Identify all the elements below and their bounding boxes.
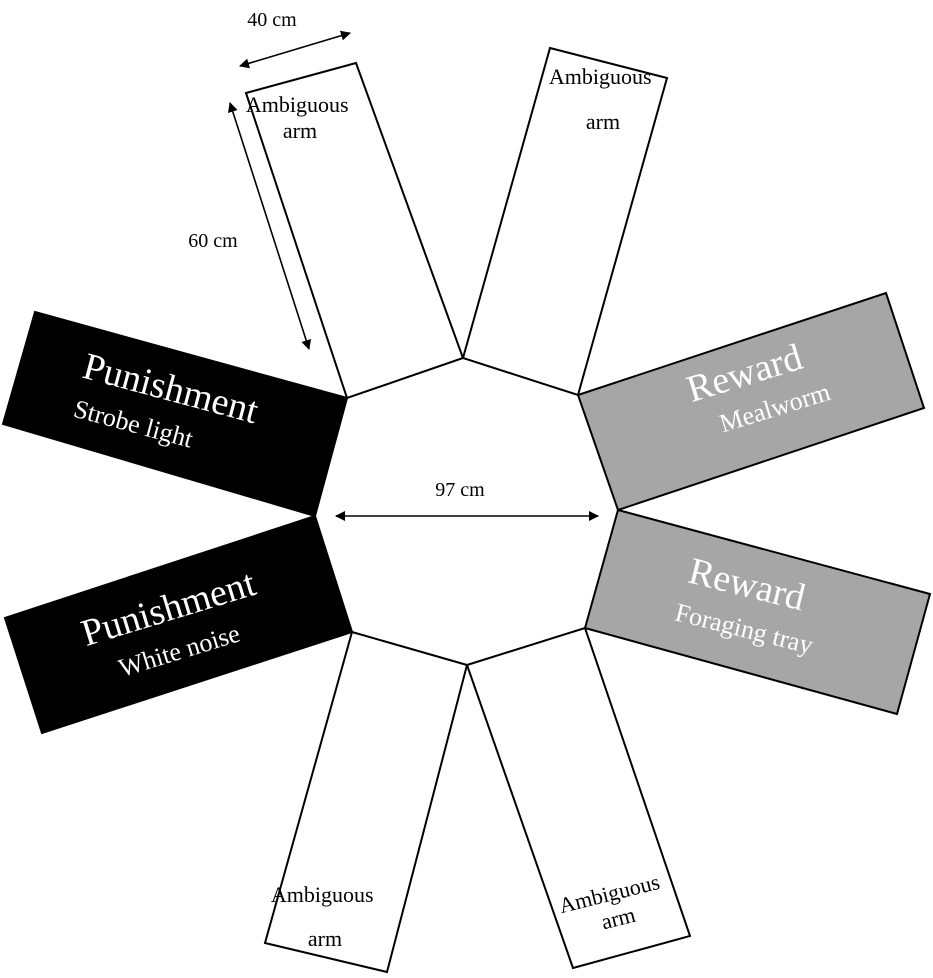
reward-arm-foraging-tray-shape [583, 508, 932, 716]
ambiguous-arm-bottom-left-shape [263, 630, 469, 974]
arm-width-label: 40 cm [247, 9, 297, 31]
hub-outline [346, 357, 586, 666]
ambiguous-arm-top-right-shape [461, 46, 669, 397]
reward-arm-mealworm-shape [576, 291, 926, 512]
dimension-hub-width: 97 cm [335, 479, 599, 521]
ambiguous-arm-top-left: Ambiguous arm [244, 61, 465, 400]
ambiguous-arm-label-line2: arm [586, 109, 620, 134]
ambiguous-arm-top-right: Ambiguous arm [461, 46, 669, 397]
ambiguous-arm-label-line2: arm [283, 118, 317, 143]
reward-arm-foraging-tray: Reward Foraging tray [583, 508, 932, 716]
ambiguous-arm-label-line1: Ambiguous [549, 64, 652, 89]
ambiguous-arm-bottom-left: Ambiguous arm [263, 630, 469, 974]
punishment-arm-white-noise: Punishment White noise [3, 514, 354, 735]
ambiguous-arm-bottom-right: Ambiguous arm [465, 626, 692, 970]
punishment-arm-strobe-light-shape [1, 310, 349, 518]
ambiguous-arm-bottom-right-shape [465, 626, 692, 970]
ambiguous-arm-label-line1: Ambiguous [271, 882, 374, 907]
ambiguous-arm-label: Ambiguous arm [549, 64, 657, 134]
arm-length-label: 60 cm [188, 230, 238, 252]
ambiguous-arm-label: Ambiguous arm [271, 882, 379, 951]
ambiguous-arm-label-line2: arm [308, 926, 342, 951]
hub-width-label: 97 cm [435, 479, 485, 501]
punishment-arm-strobe-light: Punishment Strobe light [1, 310, 349, 518]
dimension-arm-width: 40 cm [239, 9, 351, 69]
dimension-arm-length: 60 cm [188, 102, 312, 350]
reward-arm-mealworm: Reward Mealworm [576, 291, 926, 512]
ambiguous-arm-label-line1: Ambiguous [246, 92, 349, 117]
punishment-arm-white-noise-shape [3, 514, 354, 735]
